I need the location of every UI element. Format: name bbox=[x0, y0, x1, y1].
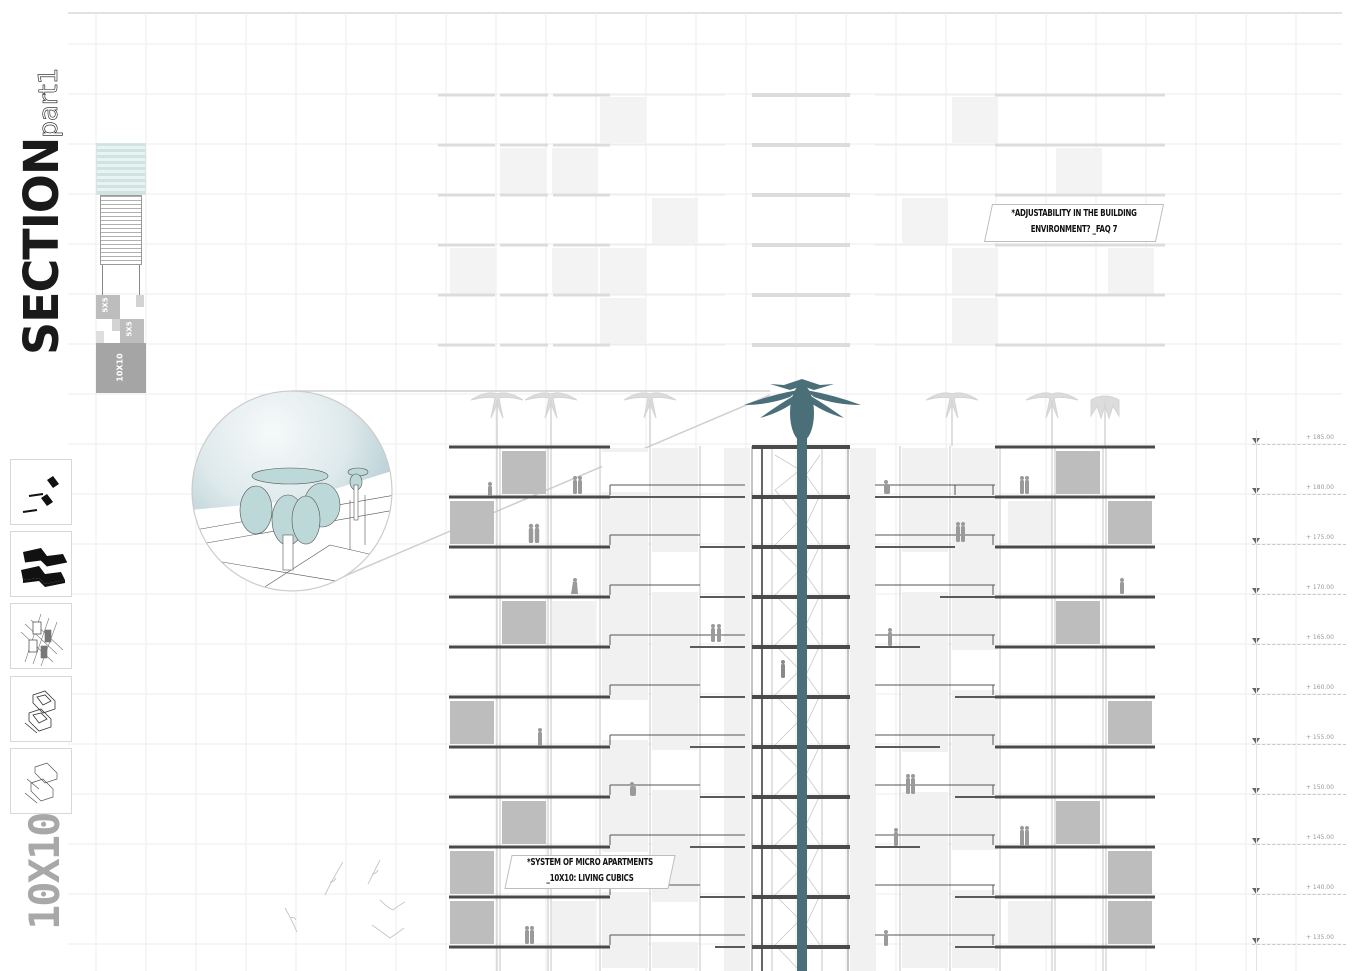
level-marker: + 170.00 bbox=[1252, 584, 1346, 600]
legend-5x5-b: 5X5 bbox=[120, 319, 144, 343]
floating-slabs-icon bbox=[22, 476, 59, 513]
level-marker: + 180.00 bbox=[1252, 484, 1346, 500]
level-marker: + 140.00 bbox=[1252, 884, 1346, 900]
brand-text: 10X10 bbox=[20, 813, 69, 930]
concept-thumbnail-1 bbox=[10, 459, 72, 525]
concept-thumbnail-4 bbox=[10, 676, 72, 742]
birds bbox=[284, 859, 406, 939]
level-marker: + 165.00 bbox=[1252, 634, 1346, 650]
legend-tile-small bbox=[136, 295, 144, 307]
vignette-leader-lines bbox=[292, 390, 771, 579]
legend-tile-small bbox=[96, 331, 104, 343]
concept-thumbnail-3 bbox=[10, 603, 72, 669]
brand-mark: 10X10 bbox=[20, 814, 69, 932]
title-suffix: part1 bbox=[34, 67, 65, 138]
sheet-title: SECTIONpart1 bbox=[13, 67, 74, 360]
ghost-rooftop-trees bbox=[470, 392, 1120, 446]
legend-frame bbox=[102, 265, 140, 295]
level-marker: + 145.00 bbox=[1252, 834, 1346, 850]
legend-5x5-a: 5X5 bbox=[96, 295, 120, 319]
stacked-frames-outline-icon bbox=[24, 762, 58, 804]
legend-pattern-plan bbox=[96, 143, 146, 195]
stacked-frames-icon bbox=[24, 690, 56, 734]
title-main: SECTION bbox=[12, 137, 70, 355]
stacked-slabs-icon bbox=[21, 548, 68, 587]
legend-tile-small bbox=[112, 319, 120, 331]
people-silhouettes bbox=[488, 476, 1124, 946]
level-marker: + 185.00 bbox=[1252, 434, 1346, 450]
callout-micro-line1: *SYSTEM OF MICRO APARTMENTS bbox=[527, 857, 653, 868]
rooftop-perspective-vignette bbox=[192, 391, 392, 591]
concept-thumbnail-5 bbox=[10, 748, 72, 814]
callout-adjustability: *ADJUSTABILITY IN THE BUILDING ENVIRONME… bbox=[983, 204, 1165, 242]
level-marker: + 155.00 bbox=[1252, 734, 1346, 750]
callout-micro-apartments: *SYSTEM OF MICRO APARTMENTS _10X10: LIVI… bbox=[504, 855, 676, 889]
legend-10x10: 10X10 bbox=[96, 343, 146, 393]
level-marker: + 135.00 bbox=[1252, 934, 1346, 950]
level-marker: + 175.00 bbox=[1252, 534, 1346, 550]
legend-pattern-elevation bbox=[100, 195, 142, 265]
level-marker: + 160.00 bbox=[1252, 684, 1346, 700]
level-axis-line bbox=[1256, 430, 1257, 971]
callout-adjustability-line1: *ADJUSTABILITY IN THE BUILDING bbox=[1011, 208, 1137, 219]
callout-micro-line2: _10X10: LIVING CUBICS bbox=[546, 873, 634, 884]
grid-cubes-icon bbox=[20, 613, 64, 667]
module-legend: 5X5 5X5 10X10 bbox=[96, 143, 146, 395]
central-tree-column bbox=[744, 379, 861, 971]
concept-thumbnail-2 bbox=[10, 531, 72, 597]
level-marker: + 150.00 bbox=[1252, 784, 1346, 800]
callout-adjustability-line2: ENVIRONMENT? _FAQ 7 bbox=[1030, 224, 1118, 235]
ghost-upper-floors bbox=[438, 93, 1165, 347]
